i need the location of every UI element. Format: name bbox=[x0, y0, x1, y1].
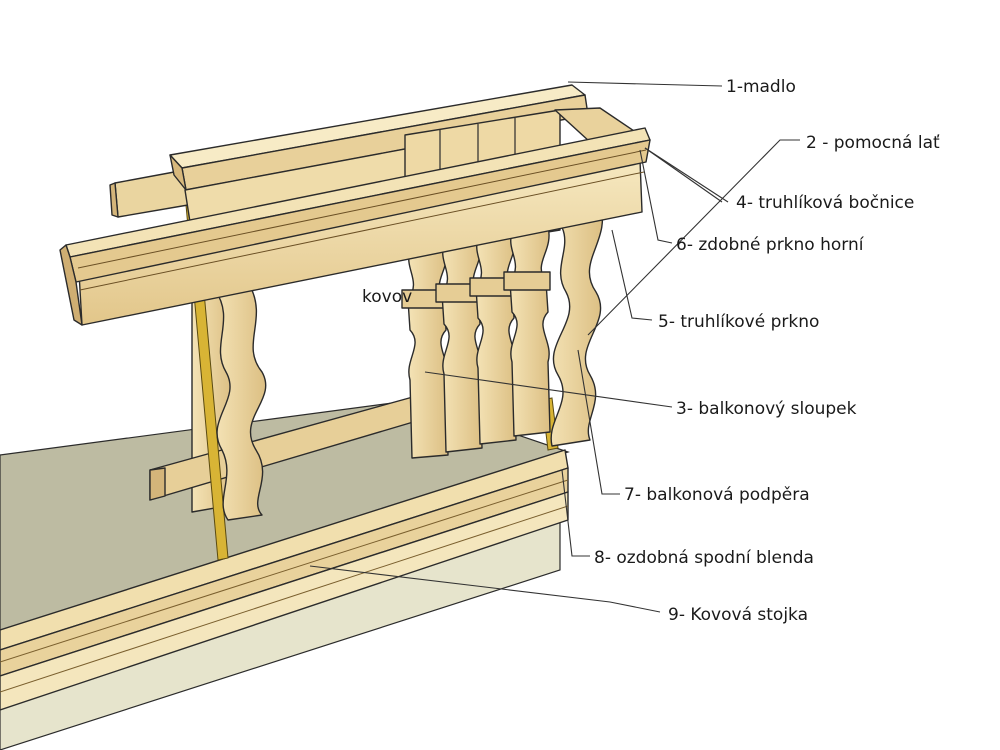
leader-lines bbox=[309, 81, 800, 613]
right-bracket bbox=[547, 203, 604, 447]
floor-top bbox=[0, 399, 570, 641]
label-balkonovy-sloupek: 3- balkonový sloupek bbox=[676, 399, 857, 419]
flower-box-front bbox=[59, 127, 651, 326]
label-kovova-stojka: 9- Kovová stojka bbox=[668, 605, 808, 625]
label-pomocna-lat: 2 - pomocná lať bbox=[806, 133, 940, 153]
label-kovov-fragment: kovov bbox=[362, 287, 412, 307]
baluster bbox=[503, 225, 551, 437]
label-madlo: 1-madlo bbox=[726, 77, 796, 97]
label-truhlikova-bocnice: 4- truhlíková bočnice bbox=[736, 193, 914, 213]
label-zdobne-prkno-horni: 6- zdobné prkno horní bbox=[676, 235, 865, 255]
left-bracket bbox=[214, 285, 267, 521]
balusters bbox=[401, 225, 551, 459]
label-balkonova-podpera: 7- balkonová podpěra bbox=[624, 485, 810, 505]
labels: 1-madlo 2 - pomocná lať 4- truhlíková bo… bbox=[362, 77, 940, 625]
label-ozdobna-spodni-blenda: 8- ozdobná spodní blenda bbox=[594, 548, 814, 568]
bottom-fascia bbox=[0, 449, 569, 711]
label-truhlikove-prkno: 5- truhlíkové prkno bbox=[658, 312, 819, 332]
